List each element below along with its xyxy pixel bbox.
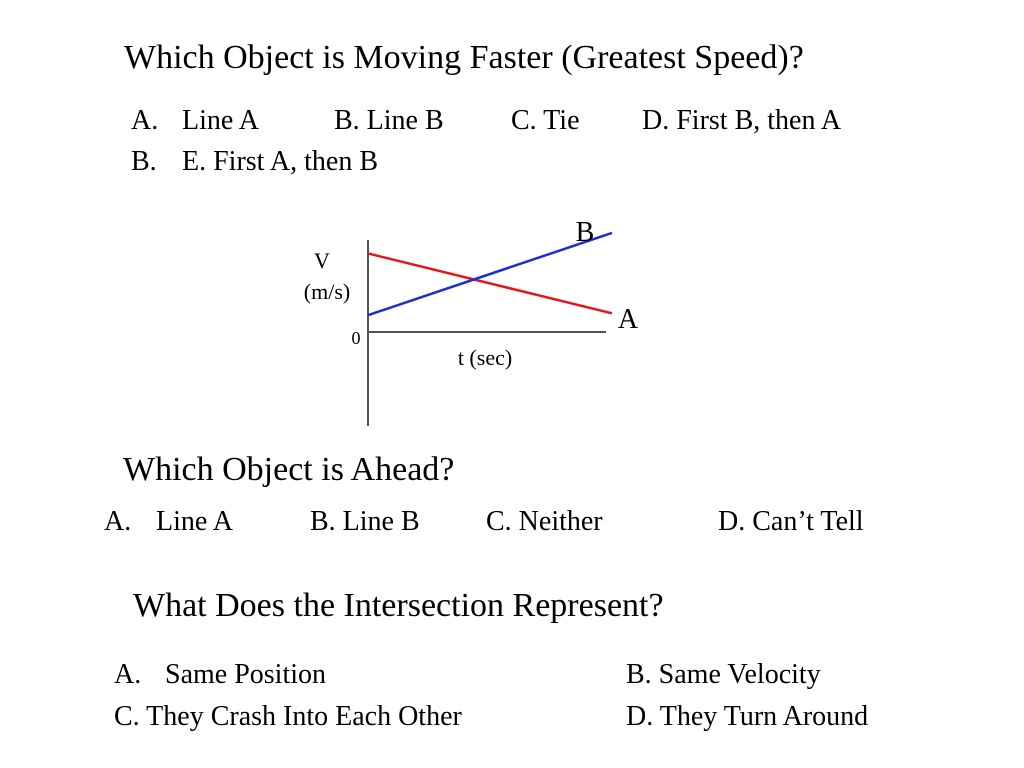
q1-option-a-letter: A. bbox=[131, 105, 159, 136]
q1-option-e-letter: B. bbox=[131, 146, 157, 177]
x-axis-label: t (sec) bbox=[458, 345, 512, 370]
q2-option-d[interactable]: D. Can’t Tell bbox=[718, 506, 864, 537]
q1-option-a[interactable]: Line A bbox=[182, 105, 259, 136]
series-line-b bbox=[367, 231, 613, 317]
origin-tick-label: 0 bbox=[352, 328, 361, 348]
question-2-text: Which Object is Ahead? bbox=[123, 451, 455, 488]
q2-option-c[interactable]: C. Neither bbox=[486, 506, 603, 537]
q3-option-a[interactable]: Same Position bbox=[165, 659, 327, 690]
series-b-label: B bbox=[576, 217, 595, 248]
question-3-text: What Does the Intersection Represent? bbox=[133, 587, 664, 624]
series-line-a bbox=[367, 252, 613, 315]
q2-option-a[interactable]: Line A bbox=[156, 506, 233, 537]
q3-option-d[interactable]: D. They Turn Around bbox=[626, 701, 869, 732]
q2-option-b[interactable]: B. Line B bbox=[310, 506, 420, 537]
q1-option-c[interactable]: C. Tie bbox=[511, 105, 580, 136]
q1-option-b[interactable]: B. Line B bbox=[334, 105, 444, 136]
series-a-label: A bbox=[618, 304, 639, 335]
q3-option-c[interactable]: C. They Crash Into Each Other bbox=[114, 701, 462, 732]
q3-option-b[interactable]: B. Same Velocity bbox=[626, 659, 821, 690]
q3-option-a-letter: A. bbox=[114, 659, 142, 690]
q1-option-d[interactable]: D. First B, then A bbox=[642, 105, 842, 136]
y-axis-unit-label: (m/s) bbox=[304, 279, 350, 304]
y-axis-label: V bbox=[314, 248, 330, 273]
q2-option-a-letter: A. bbox=[104, 506, 132, 537]
question-1-text: Which Object is Moving Faster (Greatest … bbox=[124, 39, 804, 76]
series-lines bbox=[367, 231, 613, 317]
q1-option-e[interactable]: E. First A, then B bbox=[182, 146, 379, 177]
